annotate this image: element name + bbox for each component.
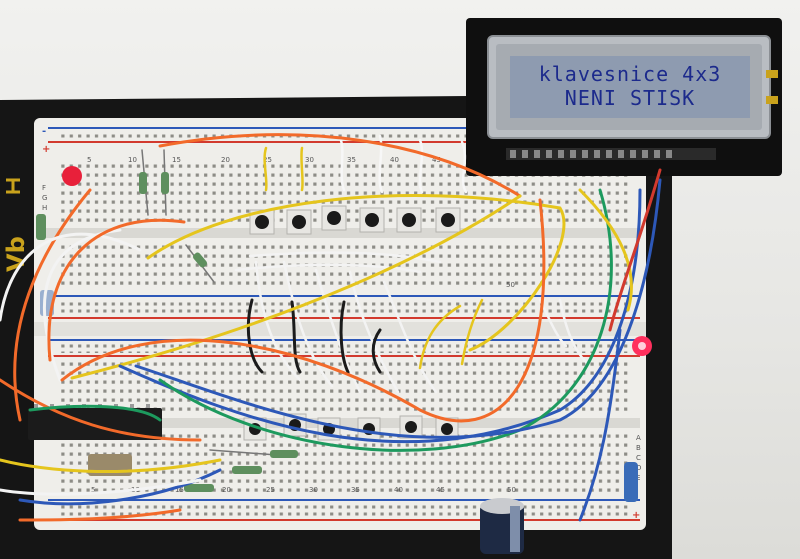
svg-text:G: G: [42, 194, 47, 202]
lcd-line-1: klavesnice 4x3: [538, 62, 722, 86]
lcd-module: [466, 18, 782, 176]
svg-text:5: 5: [87, 156, 91, 164]
svg-text:H: H: [42, 204, 47, 212]
svg-text:25: 25: [263, 156, 272, 164]
blue-capacitor: [624, 462, 638, 502]
svg-text:20: 20: [222, 486, 231, 494]
svg-text:+: +: [632, 510, 640, 521]
svg-text:25: 25: [266, 486, 275, 494]
svg-text:45: 45: [436, 486, 445, 494]
jumper-wires-short: [234, 134, 588, 394]
svg-text:+: +: [42, 144, 50, 155]
svg-text:35: 35: [347, 156, 356, 164]
svg-text:30: 30: [305, 156, 314, 164]
svg-text:35: 35: [351, 486, 360, 494]
power-rails: [48, 127, 640, 521]
svg-text:F: F: [42, 184, 46, 192]
svg-text:10: 10: [128, 156, 137, 164]
long-wires: [0, 133, 662, 522]
lcd-screen: [510, 56, 750, 118]
svg-text:C: C: [636, 454, 641, 462]
svg-text:45: 45: [432, 156, 441, 164]
svg-text:D: D: [636, 464, 641, 472]
svg-text:50: 50: [507, 486, 516, 494]
svg-text:40: 40: [394, 486, 403, 494]
svg-text:15: 15: [172, 156, 181, 164]
push-buttons-top: [249, 205, 461, 235]
svg-text:30: 30: [309, 486, 318, 494]
svg-text:40: 40: [390, 156, 399, 164]
svg-text:E: E: [636, 474, 640, 482]
lcd-line-2: NENI STISK: [564, 86, 696, 110]
ic-chip: [28, 408, 162, 440]
red-led-left: [62, 166, 82, 186]
svg-text:20: 20: [221, 156, 230, 164]
svg-text:50: 50: [506, 281, 515, 289]
logo-mark: Vb: [2, 236, 30, 272]
svg-text:B: B: [636, 444, 641, 452]
electrolytic-capacitor: [480, 498, 524, 554]
svg-text:A: A: [636, 434, 641, 442]
resistors: [36, 149, 298, 492]
svg-text:5: 5: [91, 486, 95, 494]
svg-text:15: 15: [175, 486, 184, 494]
svg-text:-: -: [42, 126, 46, 137]
